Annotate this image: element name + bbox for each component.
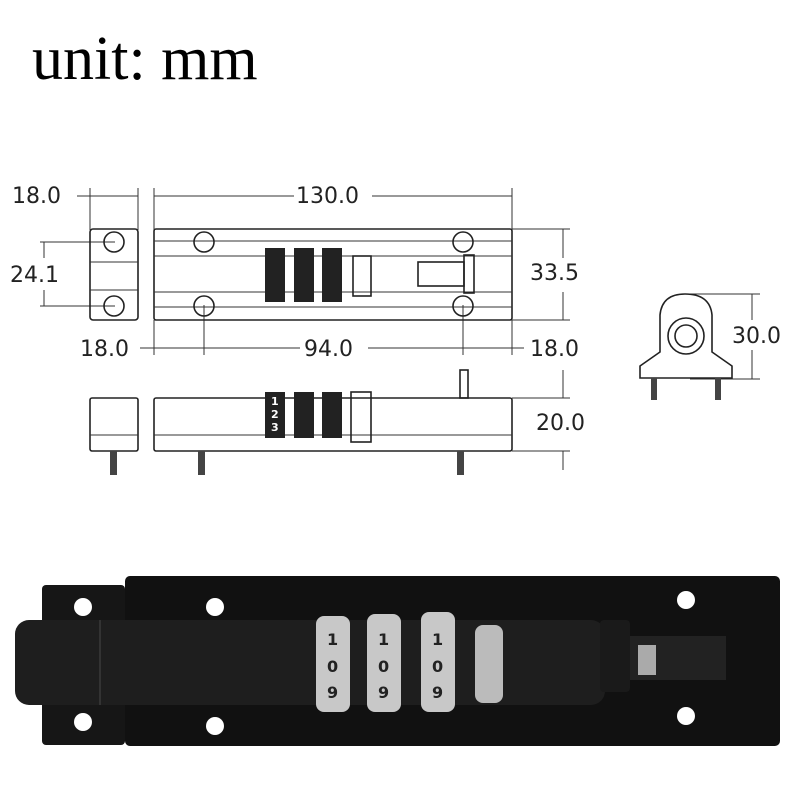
dial-digit: 1 <box>327 630 338 649</box>
screw-icon <box>452 231 474 253</box>
screw-icon <box>110 451 117 475</box>
dim-left-hole-offset: 18.0 <box>80 337 129 362</box>
dial-digit: 1 <box>271 395 279 408</box>
dial-digit: 3 <box>271 421 279 434</box>
dial-digit: 0 <box>327 657 338 676</box>
dial <box>316 616 350 712</box>
side-view: 1 2 3 <box>89 369 513 475</box>
dial-digit: 0 <box>432 657 443 676</box>
end-view <box>639 293 733 400</box>
dial-digit: 9 <box>378 683 389 702</box>
screw-icon <box>715 378 721 400</box>
dial-digit: 9 <box>432 683 443 702</box>
screw-icon <box>193 231 215 253</box>
dial <box>421 612 455 712</box>
dim-keeper-width: 18.0 <box>12 184 61 209</box>
dial-digit: 0 <box>378 657 389 676</box>
dim-keeper-hole-spacing: 24.1 <box>10 263 59 288</box>
dim-hole-spacing: 94.0 <box>304 337 353 362</box>
dimension-lines <box>40 188 760 470</box>
screw-icon <box>452 295 474 317</box>
bolt-top-view <box>153 228 513 321</box>
dim-end-view-height: 30.0 <box>732 324 781 349</box>
dial <box>367 614 401 712</box>
keeper-top-view <box>89 228 139 321</box>
dial-digit: 1 <box>432 630 443 649</box>
dim-overall-length: 130.0 <box>296 184 359 209</box>
screw-icon <box>193 295 215 317</box>
screw-icon <box>198 451 205 475</box>
unit-label: unit: mm <box>32 25 258 93</box>
dial-digit: 1 <box>378 630 389 649</box>
dim-right-hole-offset: 18.0 <box>530 337 579 362</box>
dial-digit: 9 <box>327 683 338 702</box>
screw-icon <box>457 451 464 475</box>
screw-icon <box>651 378 657 400</box>
dials-top <box>265 248 342 302</box>
screw-icon <box>103 295 125 317</box>
screw-icon <box>103 231 125 253</box>
dim-body-height: 33.5 <box>530 261 579 286</box>
dial-digit: 2 <box>271 408 279 421</box>
dim-thickness: 20.0 <box>536 411 585 436</box>
product-photo: 0 0 0 9 9 9 1 1 1 <box>15 576 780 746</box>
